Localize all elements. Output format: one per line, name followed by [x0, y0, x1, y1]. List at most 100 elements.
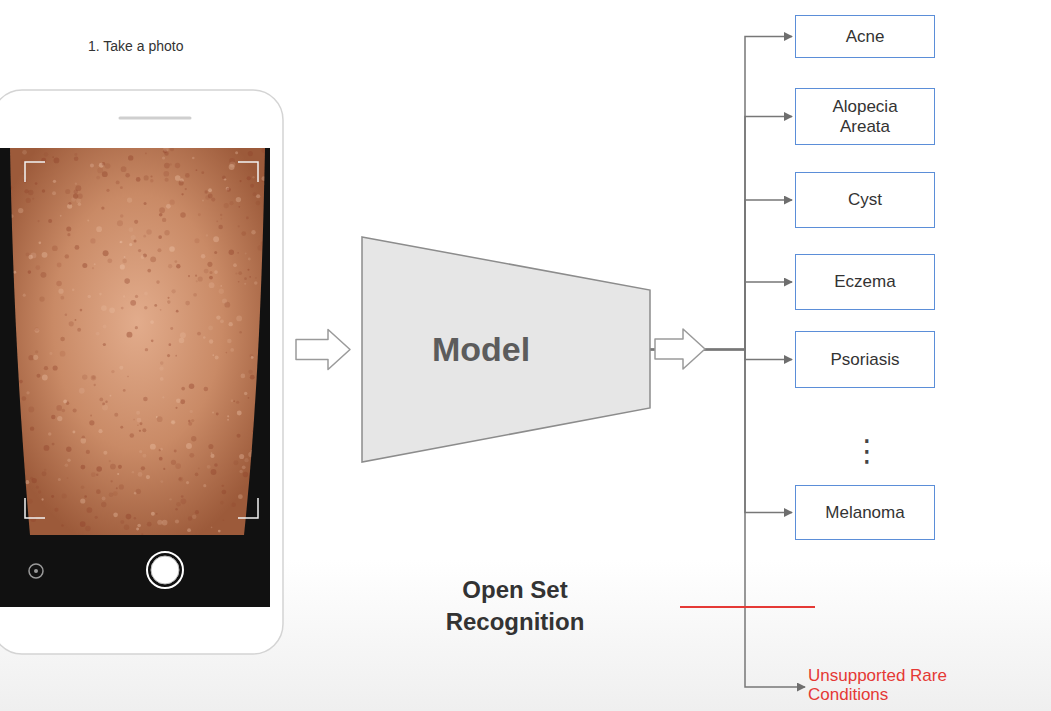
speck [81, 465, 86, 470]
speck [114, 413, 118, 417]
speck [236, 316, 242, 322]
speck [139, 450, 142, 453]
speck [159, 213, 163, 217]
speck [99, 398, 103, 402]
speck [195, 473, 199, 477]
speck [222, 298, 227, 303]
skin-photo [10, 148, 265, 535]
speck [75, 245, 80, 250]
speck [18, 208, 23, 213]
speck [188, 275, 190, 277]
speck [48, 432, 52, 436]
speck [96, 226, 102, 232]
speck [169, 498, 171, 500]
speck [238, 225, 240, 227]
speck [227, 415, 229, 417]
speck [238, 206, 240, 208]
speck [210, 454, 214, 458]
speck [130, 300, 136, 306]
speck [19, 380, 23, 384]
node-label: Unsupported Rare Conditions [808, 667, 970, 704]
speck [239, 470, 243, 474]
speck [134, 239, 137, 242]
speck [227, 339, 232, 344]
speck [176, 502, 181, 507]
speck [32, 198, 34, 200]
speck [136, 528, 139, 531]
rotate-icon-dot [34, 569, 38, 573]
speck [208, 188, 212, 192]
speck [26, 252, 30, 256]
speck [95, 516, 98, 519]
speck [146, 229, 152, 235]
speck [143, 235, 146, 238]
speck [209, 282, 215, 288]
speck [246, 217, 249, 220]
speck [229, 201, 233, 205]
speck [209, 276, 213, 280]
speck [72, 431, 75, 434]
speck [141, 255, 145, 259]
speck [237, 434, 241, 438]
speck [169, 199, 174, 204]
speck [52, 191, 56, 195]
speck [264, 183, 266, 185]
speck [162, 396, 164, 398]
speck [26, 391, 29, 394]
speck [103, 325, 107, 329]
speck [258, 455, 260, 457]
speck [96, 466, 102, 472]
speck [144, 175, 149, 180]
speck [204, 269, 209, 274]
speck [99, 293, 102, 296]
speck [145, 348, 148, 351]
speck [123, 295, 125, 297]
speck [82, 374, 87, 379]
speck [56, 281, 62, 287]
speck [150, 320, 154, 324]
speck [119, 241, 121, 243]
speck [102, 405, 108, 411]
speck [157, 416, 163, 422]
speck [168, 264, 172, 268]
speck [144, 306, 148, 310]
speck [162, 156, 165, 159]
speck [205, 195, 210, 200]
speck [181, 193, 183, 195]
speck [96, 474, 98, 476]
speck [222, 490, 227, 495]
speck [247, 176, 251, 180]
speck [54, 508, 58, 512]
branch-arrow [650, 37, 792, 350]
speck [121, 166, 127, 172]
phone-screen [0, 148, 270, 607]
speck [111, 370, 114, 373]
speck [160, 361, 164, 365]
speck [44, 366, 48, 370]
speck [77, 328, 81, 332]
class-box: Alopecia Areata [795, 88, 935, 145]
speck [110, 464, 116, 470]
speck [162, 218, 166, 222]
speck [151, 512, 155, 516]
speck [17, 530, 22, 535]
hollow-arrow [655, 329, 705, 369]
shutter-button [151, 556, 179, 584]
speck [221, 218, 223, 220]
speck [179, 180, 184, 185]
node-label: Melanoma [825, 503, 904, 523]
speck [119, 484, 124, 489]
speck [16, 503, 18, 505]
speck [230, 348, 234, 352]
speck [124, 278, 130, 284]
speck [150, 444, 156, 450]
speck [28, 355, 33, 360]
speck [212, 354, 214, 356]
branch-arrow [650, 350, 792, 513]
speck [252, 176, 254, 178]
speck [254, 281, 258, 285]
speck [142, 454, 146, 458]
speck [51, 415, 55, 419]
speck [106, 189, 109, 192]
speck [75, 319, 77, 321]
